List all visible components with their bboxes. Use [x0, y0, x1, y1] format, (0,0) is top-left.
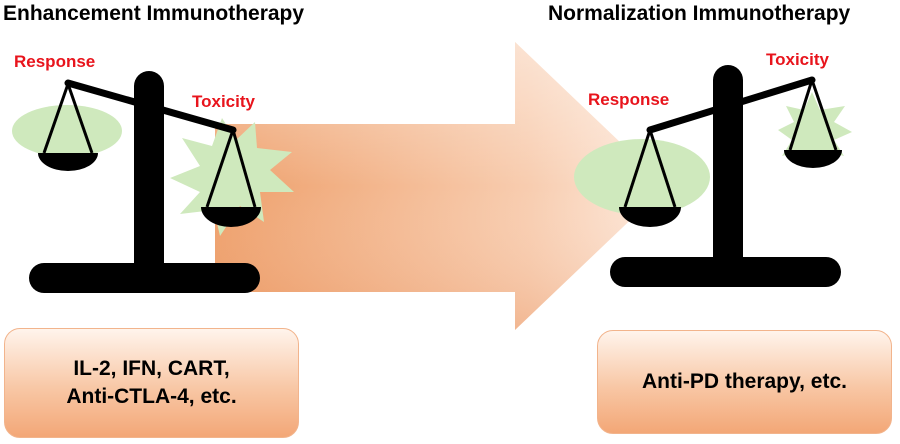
- normalization-therapies-box: Anti-PD therapy, etc.: [597, 330, 892, 434]
- left-toxicity-label: Toxicity: [192, 92, 255, 111]
- response-ellipse-icon: [574, 139, 710, 215]
- therapy-line: IL-2, IFN, CART,: [73, 357, 230, 380]
- right-response-label: Response: [588, 90, 670, 109]
- normalization-title: Normalization Immunotherapy: [548, 2, 851, 25]
- transition-arrow-icon: [215, 42, 666, 330]
- response-ellipse-icon: [12, 105, 122, 157]
- therapy-line: Anti-PD therapy, etc.: [642, 370, 847, 393]
- toxicity-starburst-icon: [170, 118, 294, 236]
- toxicity-starburst-icon: [778, 92, 852, 168]
- enhancement-therapies-box: IL-2, IFN, CART, Anti-CTLA-4, etc.: [4, 328, 299, 438]
- left-response-label: Response: [14, 52, 96, 71]
- therapy-line: Anti-CTLA-4, etc.: [66, 385, 237, 408]
- enhancement-title: Enhancement Immunotherapy: [3, 2, 305, 25]
- right-toxicity-label: Toxicity: [766, 50, 829, 69]
- left-balance-scale-icon: [12, 71, 294, 293]
- right-balance-scale-icon: [574, 65, 852, 287]
